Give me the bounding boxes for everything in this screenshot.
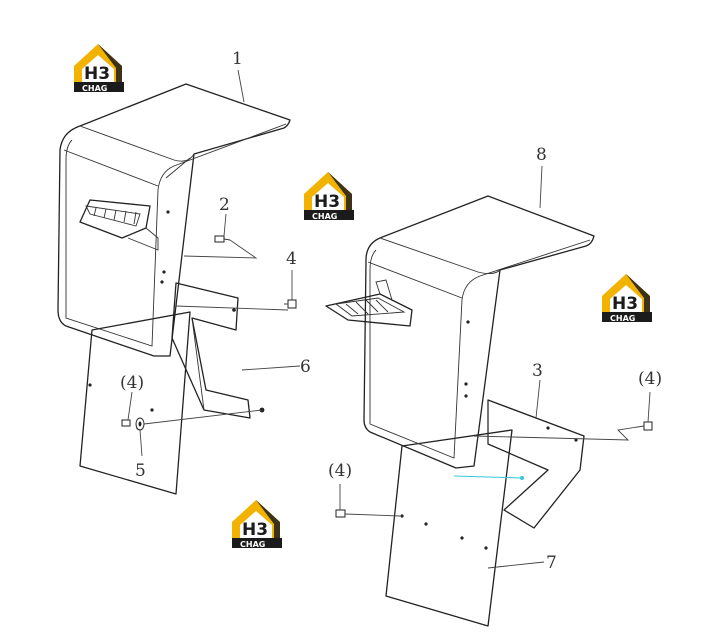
callout-7: 7 xyxy=(546,553,557,573)
right-fender-assembly xyxy=(325,195,653,627)
bolt-2 xyxy=(214,235,231,243)
logo-caption-text: CHAG xyxy=(312,212,337,221)
callout-labels: 1 2 4 6 (4) 5 8 3 (4) (4) 7 xyxy=(120,49,662,573)
logo-mark-text: H3 xyxy=(612,294,638,314)
right-mudflap xyxy=(385,429,513,627)
bolt-4-right xyxy=(643,421,653,431)
callout-6: 6 xyxy=(300,357,311,377)
callout-8: 8 xyxy=(536,145,547,165)
bolt-4-lower-right xyxy=(335,509,346,518)
logo-watermark-1: H3 CHAG xyxy=(74,44,124,93)
logo-watermark-3: H3 CHAG xyxy=(602,274,652,323)
logo-mark-text: H3 xyxy=(242,520,268,540)
logo-caption-text: CHAG xyxy=(82,84,107,93)
logo-mark-text: H3 xyxy=(314,192,340,212)
left-step xyxy=(79,199,151,239)
leader-lines xyxy=(127,69,651,569)
logo-caption-text: CHAG xyxy=(240,540,265,549)
logo-caption-text: CHAG xyxy=(610,314,635,323)
logo-watermark-2: H3 CHAG xyxy=(304,172,354,221)
logo-mark-text: H3 xyxy=(84,64,110,84)
callout-4-lower: (4) xyxy=(328,461,352,481)
washer-5 xyxy=(135,417,145,431)
left-bracket xyxy=(171,282,251,419)
bolt-4 xyxy=(284,299,297,309)
left-fender-body xyxy=(57,83,291,357)
callout-4: 4 xyxy=(286,249,297,269)
callout-3: 3 xyxy=(532,361,543,381)
logo-watermark-4: H3 CHAG xyxy=(232,500,282,549)
right-step xyxy=(325,293,413,327)
callout-4-left: (4) xyxy=(120,373,144,393)
bolt-4-lower-left xyxy=(121,419,131,427)
callout-1: 1 xyxy=(232,49,243,69)
left-fender-assembly xyxy=(57,83,297,495)
callout-4-right: (4) xyxy=(638,369,662,389)
right-bracket xyxy=(487,399,585,529)
callout-2: 2 xyxy=(219,195,230,215)
right-fender-body xyxy=(363,195,595,469)
left-mudflap xyxy=(79,311,191,495)
callout-5: 5 xyxy=(135,461,146,481)
